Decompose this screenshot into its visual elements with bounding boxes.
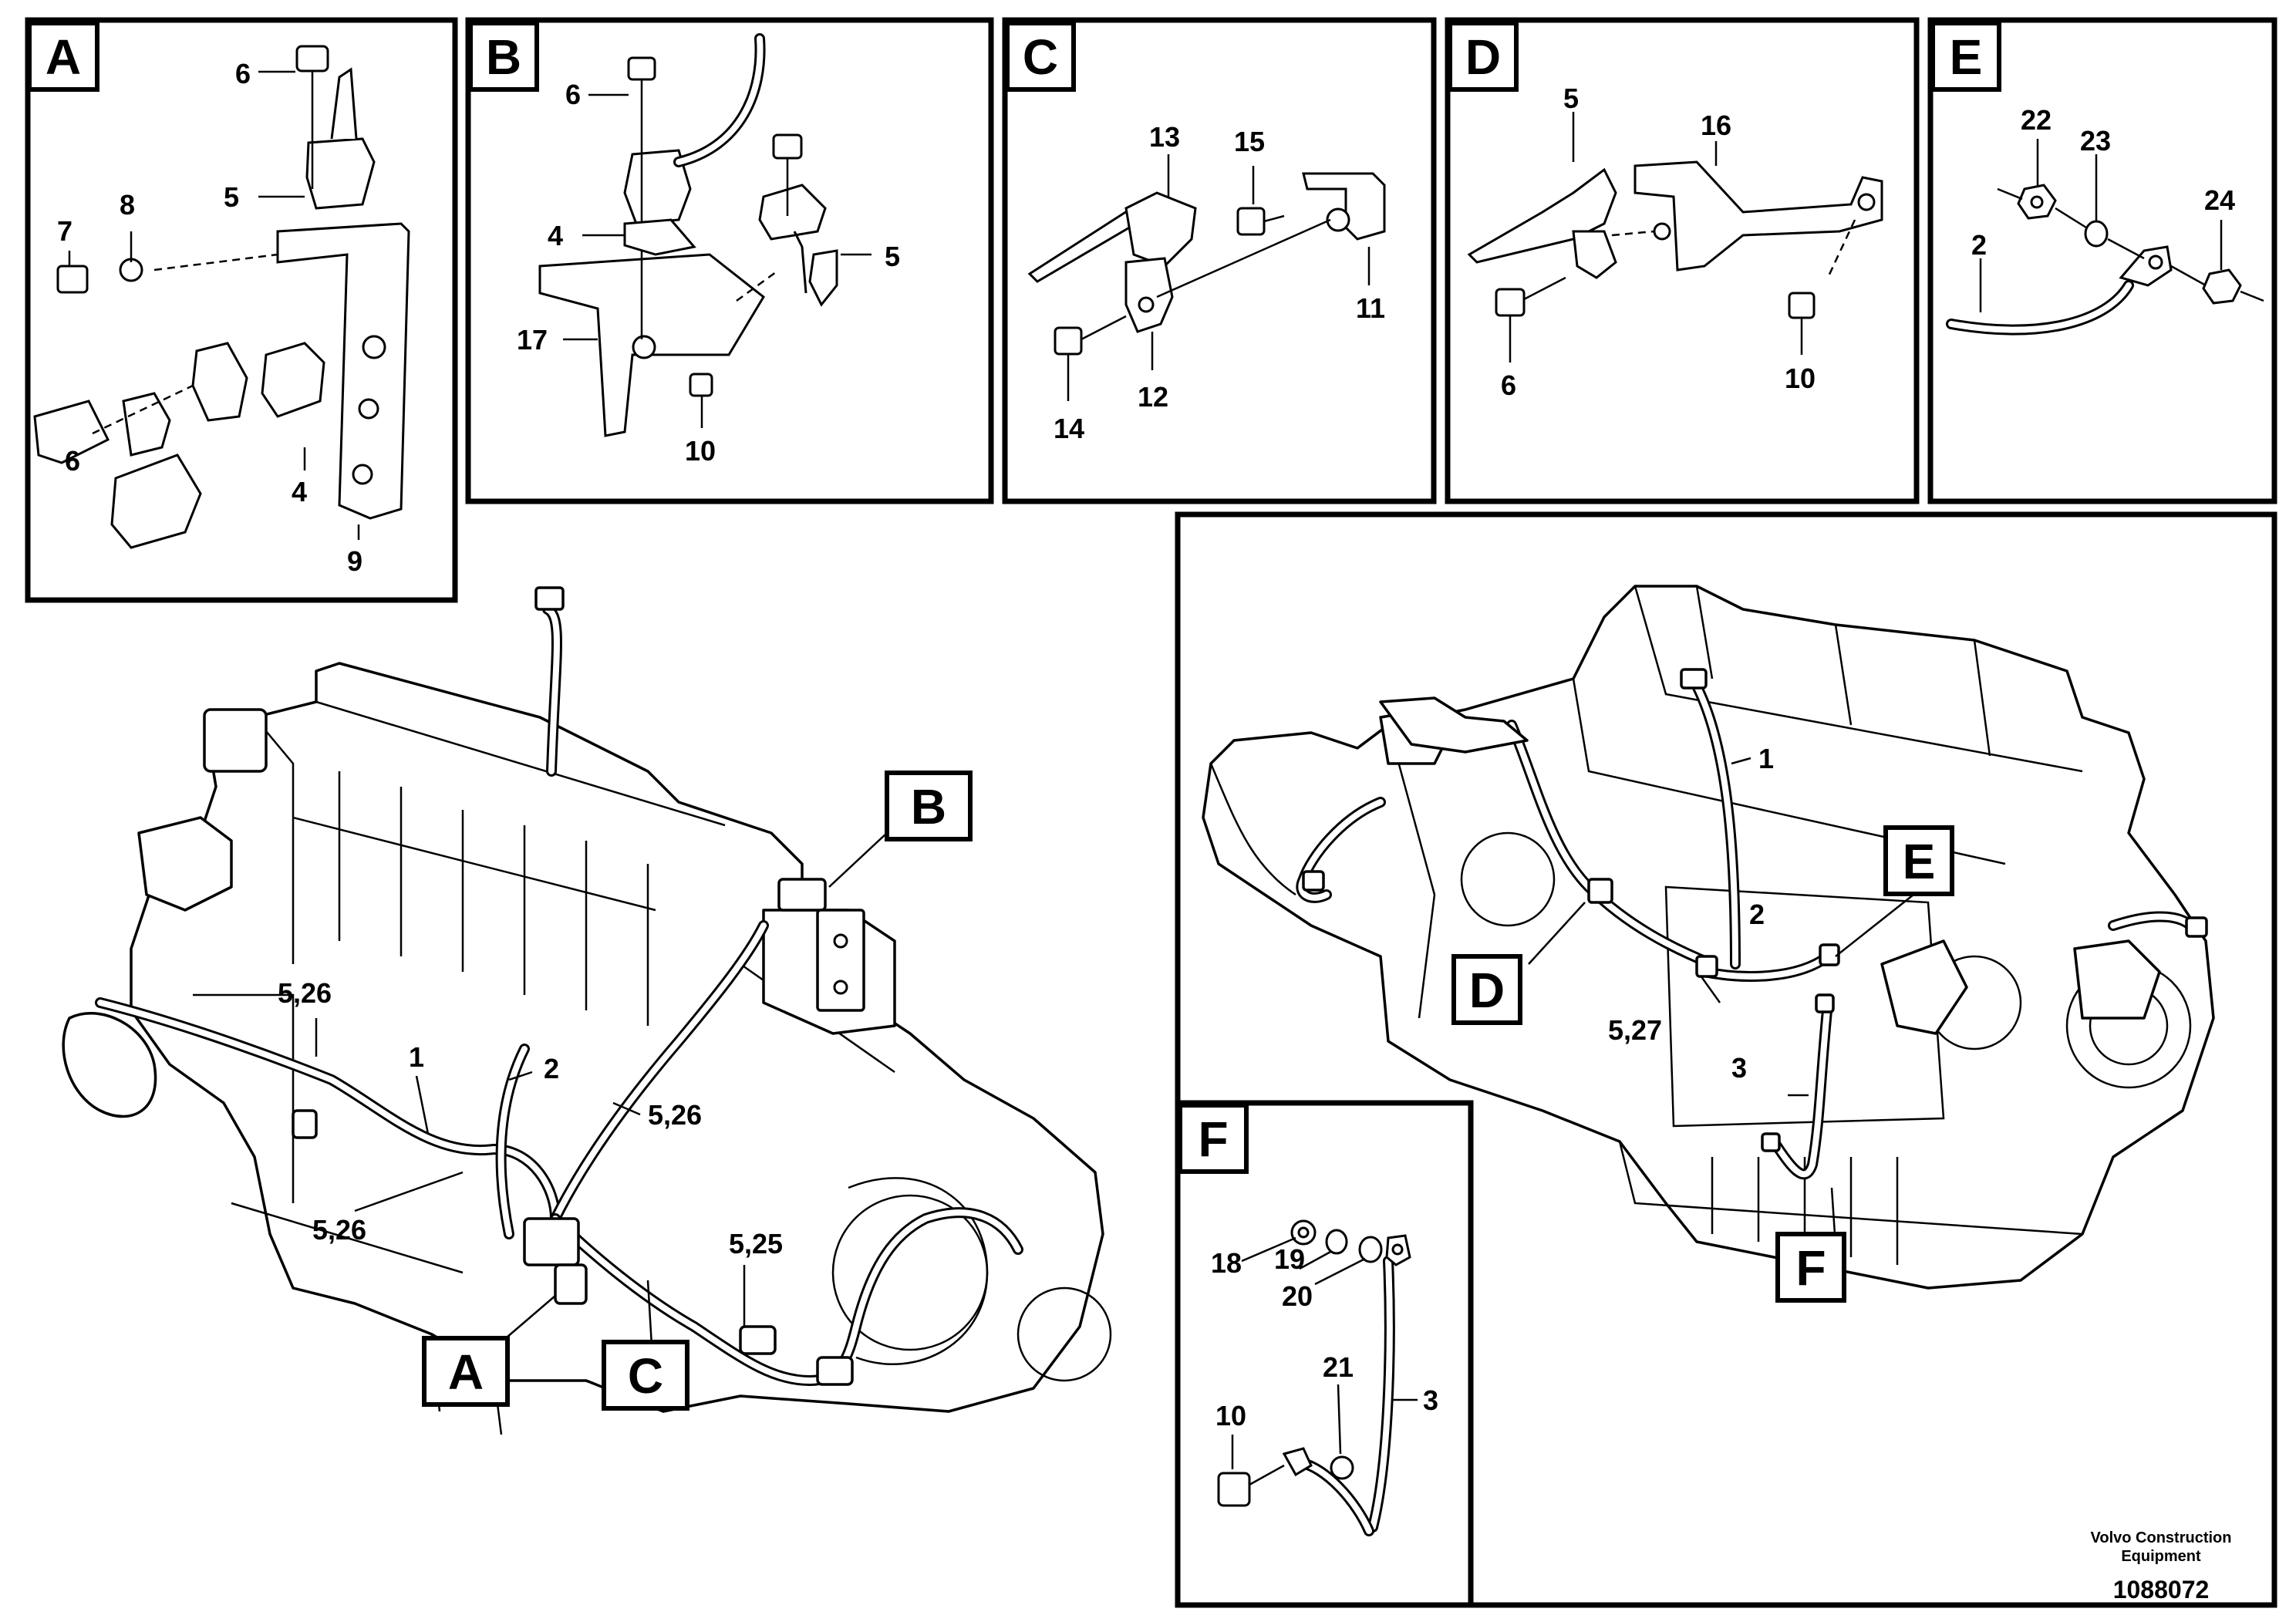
panel-b-frame bbox=[465, 17, 994, 504]
panel-f-label-2: 19 bbox=[1274, 1243, 1305, 1275]
main-left-tag-c: C bbox=[602, 1340, 689, 1411]
panel-b-tag-letter: B bbox=[486, 29, 521, 85]
panel-c-frame bbox=[1002, 17, 1437, 504]
panel-f-label-6: 10 bbox=[1215, 1400, 1246, 1431]
main-left-tag-b-letter: B bbox=[911, 779, 946, 835]
panel-b-label-5: 10 bbox=[685, 435, 716, 467]
main-right-engine-drawing bbox=[1202, 585, 2215, 1290]
panel-f-label-1: 18 bbox=[1211, 1247, 1242, 1279]
panel-b-label-1: 6 bbox=[565, 79, 581, 110]
panel-b-label-3: 5 bbox=[885, 241, 900, 272]
panel-f: F 18 19 20 21 3 10 bbox=[1175, 1100, 1474, 1608]
panel-d-label-3: 6 bbox=[1501, 369, 1516, 401]
main-right-label-2: 2 bbox=[1749, 899, 1765, 930]
panel-c-tag-letter: C bbox=[1023, 29, 1058, 85]
main-left-engine-drawing bbox=[62, 586, 1112, 1435]
main-left-tag-b: B bbox=[885, 771, 973, 841]
main-right-tag-d-letter: D bbox=[1469, 963, 1505, 1018]
panel-a-frame bbox=[25, 17, 458, 603]
panel-b-drawing bbox=[538, 33, 838, 437]
panel-b: B 6 4 5 17 10 bbox=[465, 17, 994, 504]
panel-c-label-5: 14 bbox=[1054, 413, 1084, 444]
panel-e-drawing bbox=[1946, 184, 2264, 336]
panel-e-label-3: 24 bbox=[2204, 184, 2235, 216]
document-number: 1088072 bbox=[2113, 1576, 2210, 1603]
panel-b-label-2: 4 bbox=[548, 220, 563, 251]
main-left-tag-a: A bbox=[422, 1336, 510, 1407]
panel-e-label-2: 23 bbox=[2080, 125, 2111, 157]
main-left-label-4: 5,26 bbox=[648, 1099, 702, 1131]
main-right-label-1: 1 bbox=[1758, 743, 1774, 774]
panel-a-label-3: 8 bbox=[120, 189, 135, 221]
main-right-label-4: 3 bbox=[1731, 1052, 1747, 1084]
panel-d-label-4: 10 bbox=[1785, 363, 1816, 394]
panel-a-label-7: 9 bbox=[347, 545, 362, 577]
footer: Volvo Construction Equipment 1088072 bbox=[2091, 1529, 2232, 1603]
main-right-tag-e: E bbox=[1883, 825, 1954, 896]
panel-c: C 13 15 11 12 14 bbox=[1002, 17, 1437, 504]
main-left-label-3: 2 bbox=[544, 1053, 559, 1084]
panel-a-label-6: 4 bbox=[292, 476, 307, 508]
maker-name-line-2: Equipment bbox=[2121, 1548, 2201, 1565]
panel-a-tag-letter: A bbox=[46, 29, 81, 85]
panel-e-frame bbox=[1927, 17, 2277, 504]
panel-a-drawing bbox=[33, 45, 410, 549]
panel-c-tag bbox=[1005, 21, 1076, 92]
panel-a-label-4: 7 bbox=[57, 215, 72, 247]
panel-e: E 22 23 24 2 bbox=[1927, 17, 2277, 504]
main-left-tag-c-letter: C bbox=[628, 1348, 663, 1404]
main-left-tag-a-letter: A bbox=[448, 1344, 484, 1400]
panel-e-tag-letter: E bbox=[1950, 29, 1983, 85]
panel-d-frame bbox=[1445, 17, 1920, 504]
main-right-tag-f: F bbox=[1775, 1232, 1846, 1303]
panel-f-label-4: 21 bbox=[1323, 1351, 1354, 1383]
main-right-tag-f-letter: F bbox=[1795, 1240, 1826, 1296]
panel-b-label-4: 17 bbox=[517, 324, 548, 356]
panel-d-tag-letter: D bbox=[1465, 29, 1501, 85]
panel-d: D 5 16 6 10 bbox=[1445, 17, 1920, 504]
main-left-label-1: 5,26 bbox=[278, 977, 332, 1009]
panel-d-label-2: 16 bbox=[1701, 110, 1731, 141]
panel-c-label-3: 11 bbox=[1356, 292, 1385, 324]
panel-c-label-1: 13 bbox=[1149, 121, 1180, 153]
panel-c-label-2: 15 bbox=[1234, 126, 1265, 157]
panel-a-label-1: 6 bbox=[235, 58, 251, 89]
panel-f-frame bbox=[1175, 1100, 1474, 1608]
main-right-label-3: 5,27 bbox=[1608, 1014, 1662, 1046]
panel-f-label-3: 20 bbox=[1282, 1280, 1313, 1312]
panel-f-tag bbox=[1178, 1103, 1249, 1174]
panel-a: A 6 5 8 7 6 4 9 bbox=[25, 17, 458, 603]
panel-a-tag bbox=[27, 21, 99, 92]
panel-a-label-5: 6 bbox=[65, 445, 80, 477]
main-right-tag-e-letter: E bbox=[1903, 834, 1936, 889]
panel-a-label-2: 5 bbox=[224, 181, 239, 213]
panel-e-label-4: 2 bbox=[1971, 229, 1987, 261]
main-left-label-6: 5,25 bbox=[729, 1228, 783, 1259]
main-right-tag-d: D bbox=[1451, 954, 1522, 1025]
panel-d-tag bbox=[1448, 21, 1519, 92]
panel-d-drawing bbox=[1467, 160, 1883, 319]
panel-c-label-4: 12 bbox=[1138, 381, 1168, 413]
main-right-frame bbox=[1175, 511, 2277, 1608]
panel-f-drawing bbox=[1217, 1219, 1411, 1536]
maker-name-line-1: Volvo Construction bbox=[2091, 1529, 2232, 1546]
panel-b-tag bbox=[468, 21, 539, 92]
panel-d-label-1: 5 bbox=[1563, 83, 1579, 114]
panel-e-label-1: 22 bbox=[2021, 104, 2052, 136]
panel-f-tag-letter: F bbox=[1198, 1111, 1228, 1167]
main-left-label-2: 1 bbox=[409, 1041, 424, 1073]
panel-f-label-5: 3 bbox=[1423, 1384, 1438, 1416]
panel-e-tag bbox=[1930, 21, 2001, 92]
main-left-label-5: 5,26 bbox=[312, 1214, 366, 1246]
panel-c-drawing bbox=[1027, 172, 1386, 356]
